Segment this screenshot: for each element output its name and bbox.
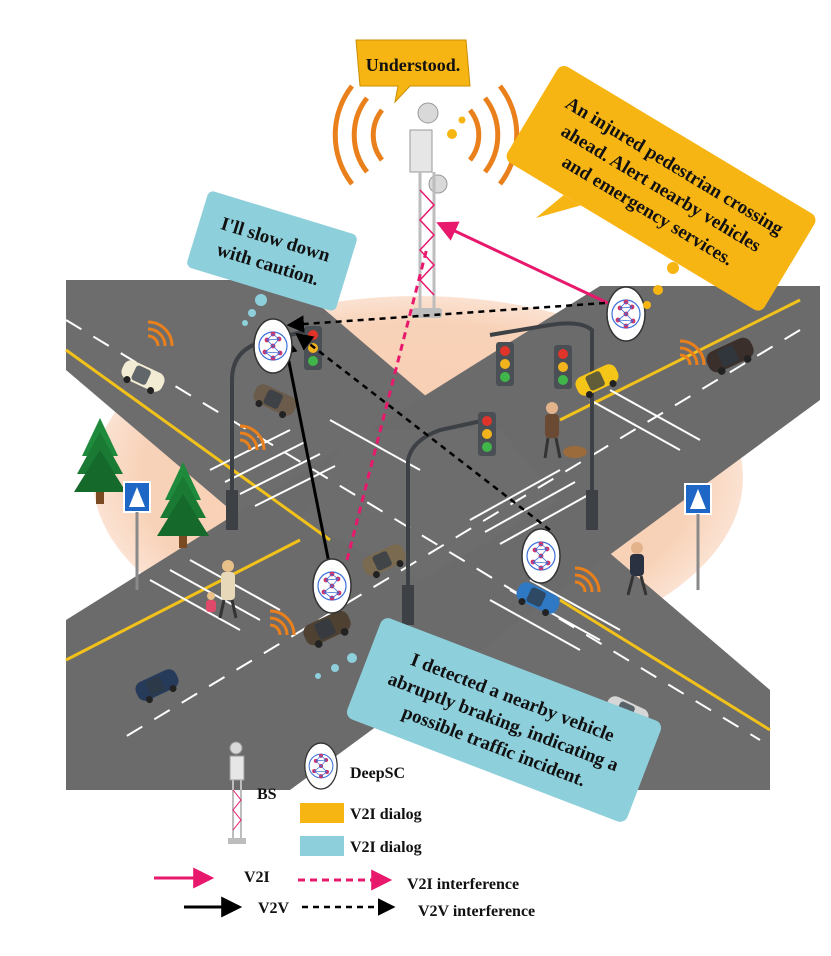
legend-v2i-label: V2I [244,869,270,886]
crosswalk-sign-icon [684,483,712,590]
v2v-link [276,332,332,569]
traffic-light-icon [496,342,514,386]
bs-reply-bubble: Understood. [355,39,471,104]
pedestrian-icon [626,542,648,596]
v2i-link [436,221,613,307]
slow-down-bubble: I'll slow down with caution. [187,191,357,311]
base-station-tower-icon [332,84,520,318]
deepsc-network-icon [521,528,561,584]
pedestrian-alert-dots [643,262,679,309]
pedestrian-icon [206,560,238,619]
v2v-interference-link [286,301,606,333]
legend-v2i-interference-label: V2I interference [407,876,519,893]
v2v-interference-link [295,332,551,531]
traffic-light-icon [478,412,496,456]
v2i-interference-link [345,247,429,561]
legend-v2v-label: V2V [258,900,290,917]
crosswalk-sign-icon [123,481,151,590]
legend-deepsc-icon [304,742,338,790]
traffic-light-icon [554,345,572,389]
deepsc-network-icon [312,558,352,614]
braking-detect-dots [315,653,357,679]
legend-blue-swatch [300,836,344,856]
legend-bs-icon [228,741,246,844]
pedestrian-icon [543,402,587,459]
deepsc-network-icon [253,318,293,374]
legend-v2i-dialog-orange-label: V2I dialog [350,806,422,823]
legend-v2i-dialog-blue-label: V2I dialog [350,839,422,856]
bs-reply-text: Understood. [366,55,461,75]
legend: BS DeepSC V2I dialog V2I dialog V2I V2I … [154,741,535,920]
legend-deepsc-label: DeepSC [350,765,405,782]
legend-v2v-interference-label: V2V interference [418,903,535,920]
slow-down-dots [242,294,267,326]
deepsc-network-icon [606,286,646,342]
legend-bs-label: BS [257,786,277,803]
legend-orange-swatch [300,803,344,823]
